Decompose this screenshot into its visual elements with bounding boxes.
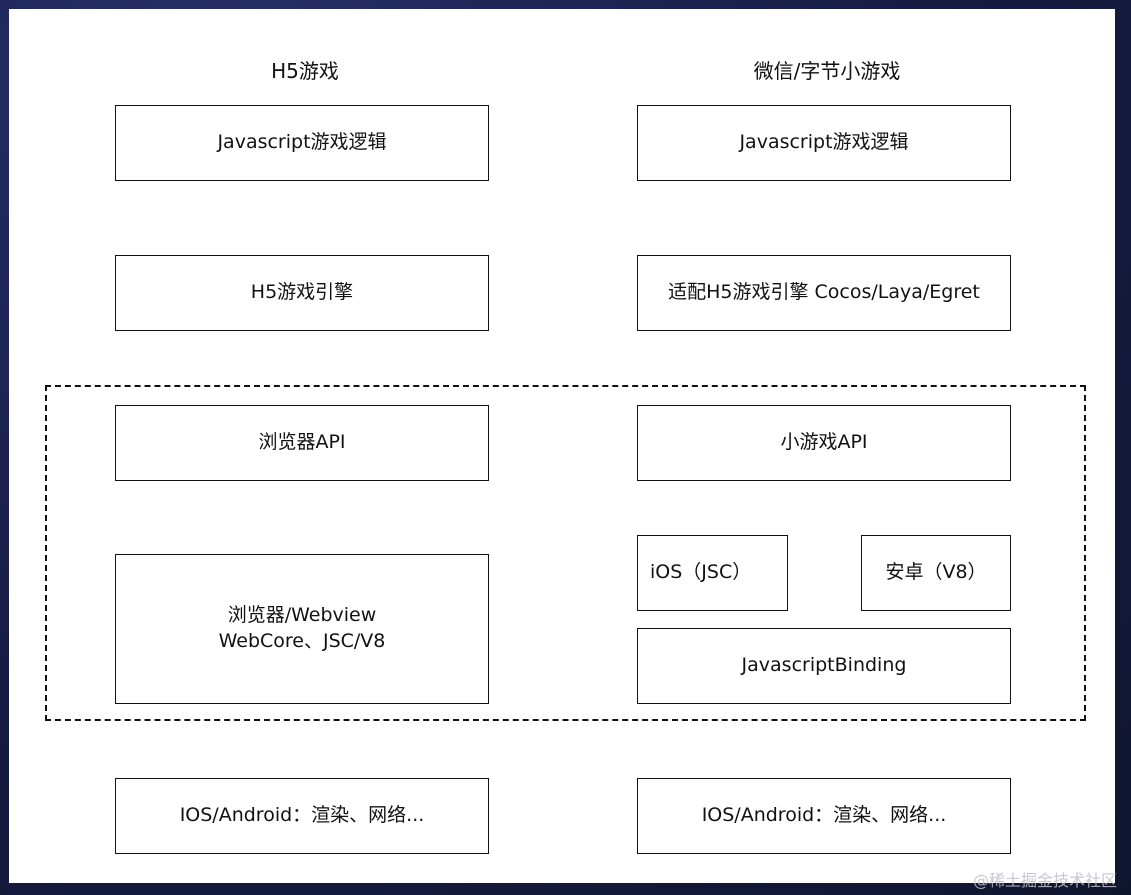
right-ios-jsc-box: iOS（JSC）	[637, 535, 788, 611]
diagram-panel: · · H5游戏 微信/字节小游戏 Javascript游戏逻辑 H5游戏引擎 …	[9, 9, 1115, 883]
right-os-box: IOS/Android：渲染、网络...	[637, 778, 1011, 854]
site-watermark: @稀土掘金技术社区	[973, 867, 1117, 891]
right-android-v8-box: 安卓（V8）	[861, 535, 1011, 611]
left-column-title: H5游戏	[271, 59, 339, 83]
right-adapted-engine-box: 适配H5游戏引擎 Cocos/Laya/Egret	[637, 255, 1011, 331]
right-js-binding-box: JavascriptBinding	[637, 628, 1011, 704]
left-browser-api-box: 浏览器API	[115, 405, 489, 481]
left-browser-webview-box: 浏览器/Webview WebCore、JSC/V8	[115, 554, 489, 704]
left-h5-engine-box: H5游戏引擎	[115, 255, 489, 331]
left-os-box: IOS/Android：渲染、网络...	[115, 778, 489, 854]
right-column-title: 微信/字节小游戏	[753, 59, 901, 83]
watermark-text: 稀土掘金技术社区	[988, 871, 1117, 890]
right-js-logic-box: Javascript游戏逻辑	[637, 105, 1011, 181]
right-minigame-api-box: 小游戏API	[637, 405, 1011, 481]
runtime-group-dashed-border	[45, 385, 1086, 721]
watermark-at-icon: @	[972, 871, 989, 890]
left-js-logic-box: Javascript游戏逻辑	[115, 105, 489, 181]
